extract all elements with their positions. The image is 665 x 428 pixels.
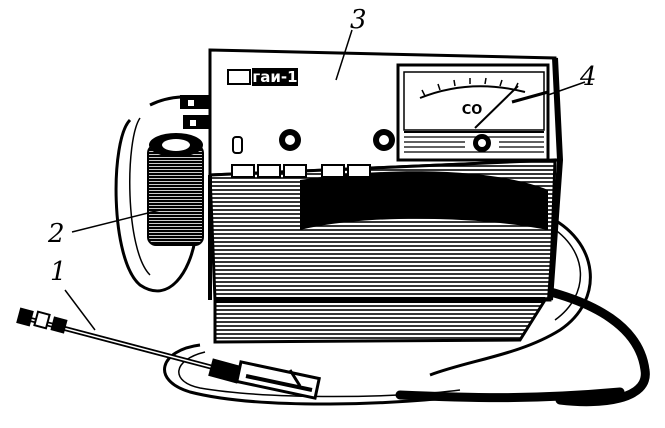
callouts: 1 2 3 4	[47, 5, 597, 331]
sampling-probe	[16, 307, 321, 400]
callout-2: 2	[47, 219, 65, 249]
toggle-switch	[232, 136, 243, 154]
meter-gas-label: CO	[462, 103, 483, 118]
panel-button	[347, 164, 371, 178]
callout-1: 1	[50, 257, 67, 287]
leader-line-2	[71, 209, 161, 233]
panel-button	[321, 164, 345, 178]
analyzer-housing: гаи-1 CO	[208, 48, 564, 344]
callout-4: 4	[579, 62, 597, 92]
leader-line-3	[335, 29, 353, 81]
indicator-lamp	[227, 69, 251, 85]
panel-button	[283, 164, 307, 178]
panel-button	[257, 164, 281, 178]
panel-button	[231, 164, 255, 178]
co-meter: CO	[396, 63, 550, 162]
meter-needle	[474, 85, 519, 129]
hose-loops	[163, 213, 650, 407]
brand-plate	[252, 68, 298, 86]
leader-line-1	[64, 289, 96, 331]
button-row	[231, 164, 371, 178]
filter-cartridge	[114, 95, 211, 293]
leader-line-4	[547, 81, 586, 96]
brand-label: гаи-1	[252, 68, 297, 86]
callout-3: 3	[350, 5, 367, 35]
